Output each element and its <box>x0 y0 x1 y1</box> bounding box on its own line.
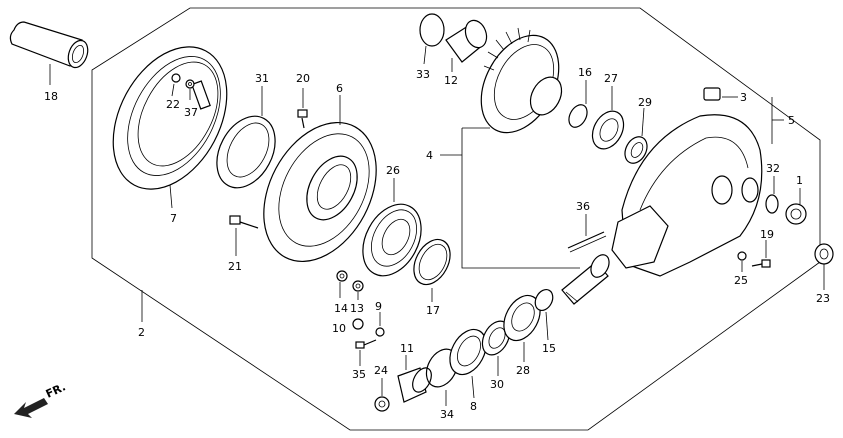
part-1-plug <box>785 188 807 225</box>
callout-3: 3 <box>740 91 747 104</box>
callout-33: 33 <box>416 68 430 81</box>
part-6-housing <box>263 95 377 263</box>
part-31-seal <box>216 86 276 189</box>
callout-22: 22 <box>166 98 180 111</box>
part-7-cover <box>112 46 228 209</box>
callout-26: 26 <box>386 164 400 177</box>
part-18-sleeve <box>9 21 89 85</box>
callout-9: 9 <box>375 300 382 313</box>
front-direction-label: FR. <box>44 380 68 400</box>
callout-37: 37 <box>184 106 198 119</box>
callout-10: 10 <box>332 322 346 335</box>
part-5-gear-case <box>611 114 763 277</box>
part-11-coupling <box>397 355 432 403</box>
part-19-bolt <box>751 240 771 268</box>
callout-21: 21 <box>228 260 242 273</box>
callout-34: 34 <box>440 408 454 421</box>
part-36-stud <box>567 214 607 253</box>
callout-6: 6 <box>336 82 343 95</box>
part-14-washer <box>336 270 348 298</box>
part-17-snap-ring <box>413 238 451 302</box>
callout-5: 5 <box>788 114 795 127</box>
callout-29: 29 <box>638 96 652 109</box>
callout-1: 1 <box>796 174 803 187</box>
callout-32: 32 <box>766 162 780 175</box>
callout-18: 18 <box>44 90 58 103</box>
callout-13: 13 <box>350 302 364 315</box>
part-33-o-ring <box>419 13 445 65</box>
part-12-collar <box>445 19 488 72</box>
callout-7: 7 <box>170 212 177 225</box>
callout-4: 4 <box>426 149 433 162</box>
callout-12: 12 <box>444 74 458 87</box>
callout-35: 35 <box>352 368 366 381</box>
callout-17: 17 <box>426 304 440 317</box>
callout-30: 30 <box>490 378 504 391</box>
part-28-bearing <box>503 294 541 362</box>
callout-15: 15 <box>542 342 556 355</box>
part-24-nut <box>374 378 390 412</box>
part-32-ring <box>765 176 779 214</box>
part-10-nut <box>352 318 364 330</box>
part-25-washer <box>737 251 747 272</box>
callout-31: 31 <box>255 72 269 85</box>
part-16-ring <box>568 80 588 128</box>
part-20-bolt <box>297 88 308 129</box>
callout-20: 20 <box>296 72 310 85</box>
part-35-bolt <box>355 339 377 366</box>
callout-36: 36 <box>576 200 590 213</box>
part-23-nut <box>814 243 834 290</box>
callout-14: 14 <box>334 302 348 315</box>
callout-8-lower: 8 <box>470 400 477 413</box>
front-direction-arrow: FR. <box>14 380 68 418</box>
callout-24: 24 <box>374 364 388 377</box>
callout-28: 28 <box>516 364 530 377</box>
callout-2: 2 <box>138 326 145 339</box>
part-8-bearing-lower <box>449 328 487 399</box>
callout-16: 16 <box>578 66 592 79</box>
part-29-seal <box>624 107 648 164</box>
callout-27: 27 <box>604 72 618 85</box>
part-26-bearing <box>362 178 422 277</box>
part-22-bolt <box>171 73 181 97</box>
leader-4 <box>440 127 580 269</box>
pinion-gear <box>561 254 610 305</box>
callout-23: 23 <box>816 292 830 305</box>
callout-19: 19 <box>760 228 774 241</box>
part-15-shim <box>534 288 554 341</box>
part-21-bolt <box>229 215 259 256</box>
ring-gear <box>480 27 563 134</box>
callout-25: 25 <box>734 274 748 287</box>
part-3-cap <box>703 87 738 101</box>
part-27-bearing <box>591 86 625 150</box>
part-13-nut <box>352 280 364 300</box>
callout-11: 11 <box>400 342 414 355</box>
part-9-washer <box>375 312 385 337</box>
part-37-washer <box>185 79 195 100</box>
